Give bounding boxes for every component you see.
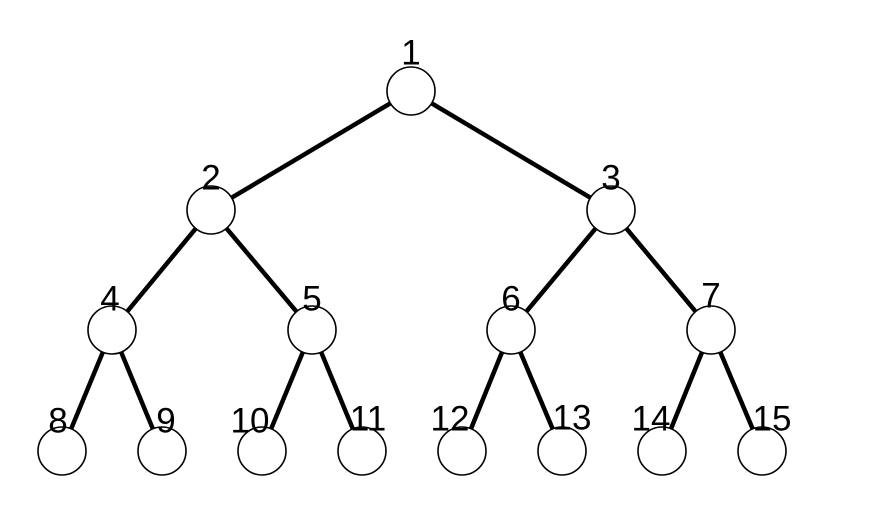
node-8 — [37, 426, 87, 476]
node-label-6: 6 — [501, 280, 520, 319]
node-label-1: 1 — [401, 34, 420, 73]
node-label-15: 15 — [753, 400, 792, 439]
node-label-5: 5 — [302, 280, 321, 319]
node-label-9: 9 — [156, 402, 175, 441]
node-label-13: 13 — [553, 399, 592, 438]
node-6 — [486, 305, 536, 355]
node-14 — [637, 426, 687, 476]
edge-7-14 — [668, 349, 705, 432]
edge-2-4 — [125, 226, 198, 314]
edge-3-7 — [624, 226, 698, 314]
node-15 — [737, 426, 787, 476]
node-10 — [237, 426, 287, 476]
node-9 — [137, 426, 187, 476]
node-label-10: 10 — [231, 402, 270, 441]
edge-5-11 — [318, 349, 356, 432]
edge-6-12 — [468, 349, 505, 432]
edge-2-5 — [224, 226, 299, 314]
node-12 — [437, 426, 487, 476]
edges-layer — [68, 101, 755, 432]
node-13 — [537, 426, 587, 476]
node-2 — [186, 185, 236, 235]
edge-6-13 — [518, 349, 555, 432]
node-7 — [686, 305, 736, 355]
edge-1-3 — [429, 101, 593, 200]
edge-5-10 — [268, 349, 306, 432]
node-label-3: 3 — [601, 159, 620, 198]
node-1 — [386, 66, 436, 116]
node-label-12: 12 — [431, 400, 470, 439]
node-label-2: 2 — [201, 159, 220, 198]
edge-3-6 — [524, 226, 598, 314]
edge-4-8 — [68, 349, 106, 432]
node-4 — [87, 305, 137, 355]
node-label-7: 7 — [701, 277, 720, 316]
node-label-4: 4 — [100, 280, 119, 319]
edge-4-9 — [118, 349, 156, 432]
node-3 — [586, 185, 636, 235]
node-label-8: 8 — [48, 402, 67, 441]
node-11 — [337, 426, 387, 476]
node-label-14: 14 — [632, 400, 671, 439]
node-5 — [287, 305, 337, 355]
node-label-11: 11 — [350, 400, 386, 439]
edge-1-2 — [229, 101, 393, 200]
nodes-layer — [37, 66, 787, 476]
edge-7-15 — [718, 349, 755, 432]
